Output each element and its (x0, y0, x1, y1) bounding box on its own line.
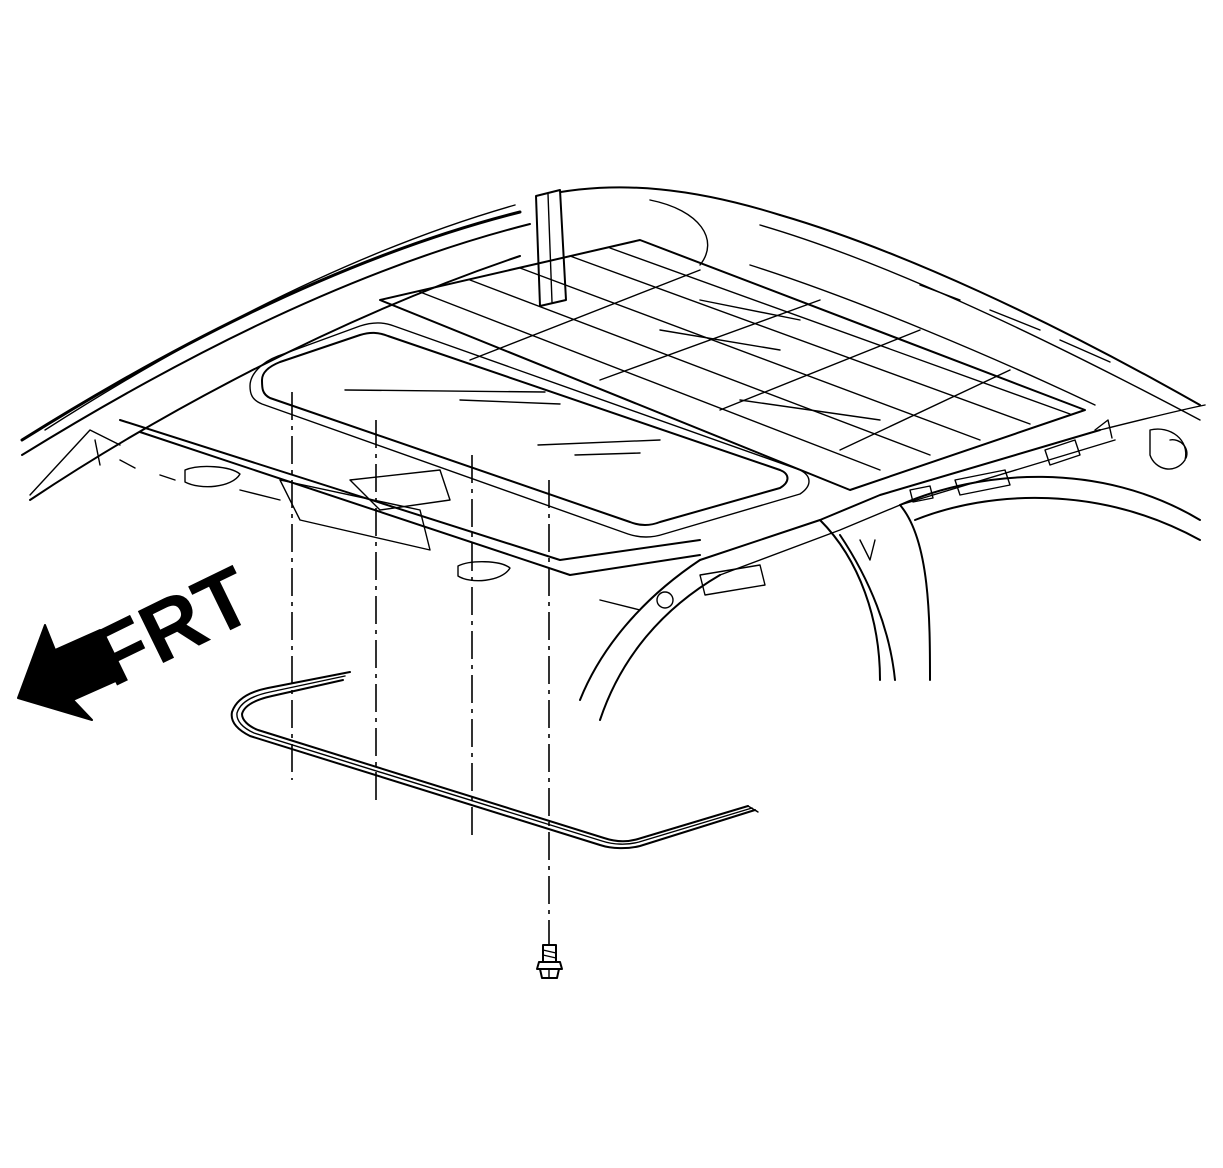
roof-panel (20, 186, 1206, 721)
front-direction-indicator: FRT (17, 548, 267, 721)
sunroof-seal (230, 671, 759, 850)
arrow-front-icon (17, 624, 119, 721)
bolt-fastener (536, 944, 563, 979)
alignment-lines (291, 392, 550, 950)
